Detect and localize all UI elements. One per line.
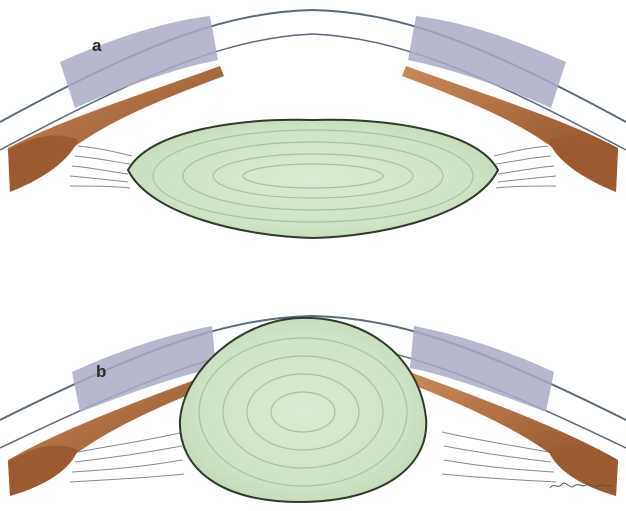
sclera-right-a — [408, 16, 566, 108]
panel-label-b: b — [96, 362, 106, 382]
ciliary-left-b — [8, 446, 78, 496]
panel-label-a: a — [92, 36, 101, 56]
zonules-right-a — [494, 146, 556, 188]
sclera-left-a — [60, 16, 218, 108]
zonules-left-a — [70, 146, 132, 188]
panel-b — [0, 316, 626, 502]
artist-signature — [548, 478, 614, 492]
lens-b — [180, 318, 426, 502]
